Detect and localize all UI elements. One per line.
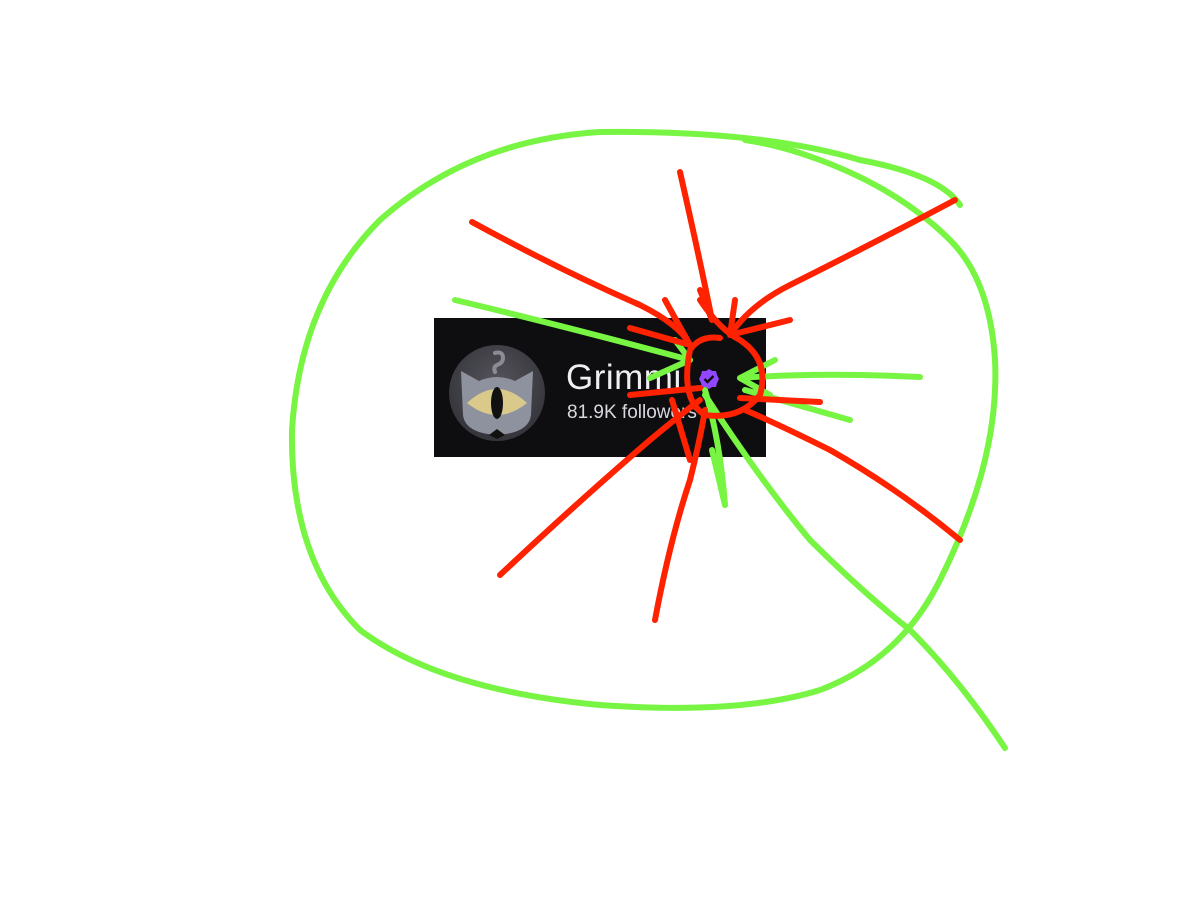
- cat-avatar-icon: [461, 350, 533, 439]
- channel-avatar[interactable]: [449, 345, 545, 441]
- verified-badge-icon: [699, 369, 719, 389]
- channel-card[interactable]: Grimmi 81.9K followers: [434, 318, 766, 457]
- channel-name[interactable]: Grimmi: [566, 358, 682, 397]
- follower-count: 81.9K followers: [567, 402, 697, 423]
